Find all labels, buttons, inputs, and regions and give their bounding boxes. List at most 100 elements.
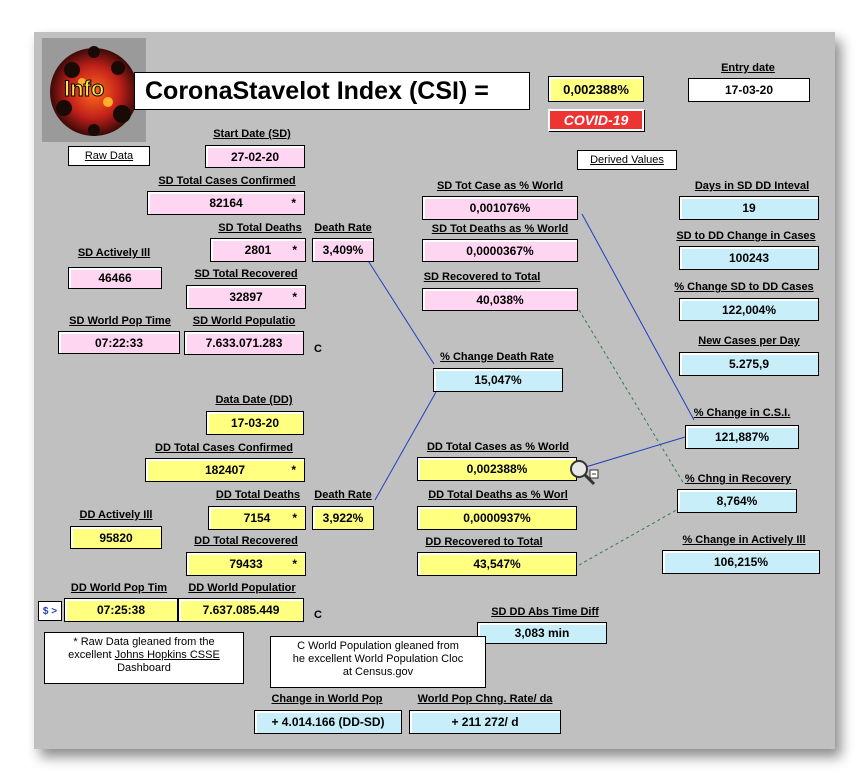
raw-note-line1: * Raw Data gleaned from the xyxy=(73,636,215,648)
pct-change-death-rate-cell[interactable]: 15,047% xyxy=(433,368,563,392)
pct-change-cases-label: % Change SD to DD Cases xyxy=(674,281,814,293)
world-pop-rate-cell[interactable]: + 211 272/ d xyxy=(409,710,561,734)
sd-total-recovered-cell[interactable]: 32897 * xyxy=(186,285,306,309)
dd-tot-deaths-pct-cell[interactable]: 0,0000937% xyxy=(417,506,577,530)
raw-note-line2: excellent Johns Hopkins CSSE xyxy=(45,649,243,662)
dd-actively-ill-value: 95820 xyxy=(99,530,133,545)
dd-world-pop-value: 7.637.085.449 xyxy=(202,603,280,617)
dd-total-deaths-label: DD Total Deaths xyxy=(215,489,301,501)
raw-data-button[interactable]: Raw Data xyxy=(68,146,150,166)
dd-recovered-total-cell[interactable]: 43,547% xyxy=(417,552,577,576)
days-interval-value: 19 xyxy=(742,201,756,215)
dd-total-cases-cell[interactable]: 182407 * xyxy=(145,458,305,482)
entry-date-input[interactable]: 17-03-20 xyxy=(688,78,810,102)
dd-tot-case-pct-label: DD Total Cases as % World xyxy=(426,441,570,453)
dd-tot-case-pct-cell[interactable]: 0,002388% xyxy=(417,457,577,481)
change-cases-label: SD to DD Change in Cases xyxy=(676,230,816,242)
sd-world-pop-time-value: 07:22:33 xyxy=(94,335,144,350)
sd-tot-deaths-pct-value: 0,0000367% xyxy=(466,243,534,258)
raw-data-star-mark: * xyxy=(292,290,297,304)
pct-change-ill-value: 106,215% xyxy=(713,555,769,569)
dd-recovered-total-value: 43,547% xyxy=(473,557,521,571)
change-world-pop-label: Change in World Pop xyxy=(271,693,383,705)
sd-tot-case-pct-cell[interactable]: 0,001076% xyxy=(422,196,578,220)
sd-world-pop-time-cell[interactable]: 07:22:33 xyxy=(58,331,180,354)
dd-data-date-label: Data Date (DD) xyxy=(215,394,293,406)
dd-world-pop-label: DD World Populatior xyxy=(188,582,296,594)
census-c-mark: C xyxy=(314,609,322,621)
dd-total-cases-value: 182407 xyxy=(204,463,246,477)
sd-total-cases-value: 82164 xyxy=(209,196,243,210)
sd-death-rate-label: Death Rate xyxy=(314,222,372,234)
pop-note-line2: he excellent World Population Cloc xyxy=(292,653,464,665)
sd-world-pop-value: 7.633.071.283 xyxy=(205,336,283,350)
dd-world-pop-time-value: 07:25:38 xyxy=(96,603,146,617)
sd-tot-case-pct-value: 0,001076% xyxy=(469,201,531,215)
dd-recovered-total-label: DD Recovered to Total xyxy=(425,536,543,548)
dd-total-deaths-cell[interactable]: 7154 * xyxy=(208,506,306,530)
sd-total-recovered-label: SD Total Recovered xyxy=(194,268,298,280)
pop-note-line1: C World Population gleaned from xyxy=(297,640,459,652)
change-world-pop-cell[interactable]: + 4.014.166 (DD-SD) xyxy=(254,710,402,734)
raw-note-prefix: excellent xyxy=(68,649,115,661)
pct-change-csi-label: % Change in C.S.I. xyxy=(693,407,791,419)
sd-actively-ill-cell[interactable]: 46466 xyxy=(68,267,162,289)
pct-change-cases-cell[interactable]: 122,004% xyxy=(679,298,819,321)
pct-change-death-rate-value: 15,047% xyxy=(474,373,522,387)
sd-death-rate-cell[interactable]: 3,409% xyxy=(312,238,374,262)
dd-death-rate-cell[interactable]: 3,922% xyxy=(312,506,374,530)
covid-badge: COVID-19 xyxy=(548,109,644,131)
spreadsheet-area: Info CoronaStavelot Index (CSI) = 0,0023… xyxy=(34,32,835,749)
info-logo-icon[interactable]: Info xyxy=(42,38,146,142)
sd-tot-deaths-pct-cell[interactable]: 0,0000367% xyxy=(422,239,578,262)
line-dd-deathrate-to-change xyxy=(374,391,437,501)
change-cases-cell[interactable]: 100243 xyxy=(679,246,819,270)
sd-start-date-label: Start Date (SD) xyxy=(213,128,291,140)
sd-total-recovered-value: 32897 xyxy=(229,290,263,304)
pct-change-ill-cell[interactable]: 106,215% xyxy=(662,550,820,574)
dd-total-cases-label: DD Total Cases Confirmed xyxy=(155,442,293,454)
new-cases-day-cell[interactable]: 5.275,9 xyxy=(679,352,819,376)
sd-total-deaths-value: 2801 xyxy=(244,243,272,257)
sd-actively-ill-label: SD Actively Ill xyxy=(77,247,151,259)
change-world-pop-value: + 4.014.166 (DD-SD) xyxy=(271,715,385,729)
dd-world-pop-time-cell[interactable]: 07:25:38 xyxy=(64,598,178,622)
sd-world-pop-label: SD World Populatio xyxy=(192,315,296,327)
abs-time-cell[interactable]: 3,083 min xyxy=(477,622,607,644)
raw-data-star-mark: * xyxy=(292,243,297,257)
dd-actively-ill-cell[interactable]: 95820 xyxy=(70,526,162,549)
zoom-cursor-icon xyxy=(568,458,600,490)
sd-total-deaths-cell[interactable]: 2801 * xyxy=(210,238,306,262)
csi-value: 0,002388% xyxy=(548,76,644,102)
sd-total-cases-cell[interactable]: 82164 * xyxy=(147,191,305,215)
line-sd-case-to-csi xyxy=(581,213,695,421)
raw-note-line3: Dashboard xyxy=(117,662,171,674)
dd-world-pop-cell[interactable]: 7.637.085.449 xyxy=(178,598,304,622)
pct-chng-recovery-value: 8,764% xyxy=(716,494,758,508)
line-dd-case-to-csi xyxy=(578,436,686,470)
pct-change-cases-value: 122,004% xyxy=(721,302,777,317)
line-sd-recovered-to-recovery xyxy=(578,309,685,485)
census-c-mark: C xyxy=(314,343,322,355)
dd-data-date-cell[interactable]: 17-03-20 xyxy=(206,411,304,435)
nav-dollar-button[interactable]: $ > xyxy=(38,601,62,621)
sd-tot-case-pct-label: SD Tot Case as % World xyxy=(436,180,564,192)
days-interval-cell[interactable]: 19 xyxy=(679,196,819,220)
dd-total-recovered-label: DD Total Recovered xyxy=(194,535,298,547)
johns-hopkins-link[interactable]: Johns Hopkins CSSE xyxy=(114,649,220,661)
pct-chng-recovery-cell[interactable]: 8,764% xyxy=(677,489,797,513)
sd-world-pop-cell[interactable]: 7.633.071.283 xyxy=(184,331,304,355)
dd-total-recovered-cell[interactable]: 79433 * xyxy=(186,552,306,576)
pct-change-csi-cell[interactable]: 121,887% xyxy=(685,425,799,449)
raw-data-note: * Raw Data gleaned from the excellent Jo… xyxy=(44,632,244,684)
raw-data-star-mark: * xyxy=(292,511,297,525)
sd-recovered-total-cell[interactable]: 40,038% xyxy=(422,288,578,311)
pct-change-ill-label: % Change in Actively Ill xyxy=(682,534,806,546)
sd-start-date-value: 27-02-20 xyxy=(230,149,280,164)
derived-values-button[interactable]: Derived Values xyxy=(577,150,677,170)
sd-start-date-cell[interactable]: 27-02-20 xyxy=(205,145,305,168)
dd-actively-ill-label: DD Actively Ill xyxy=(79,509,153,521)
world-pop-rate-label: World Pop Chng. Rate/ da xyxy=(417,693,553,705)
dd-tot-deaths-pct-label: DD Total Deaths as % Worl xyxy=(428,489,568,501)
sd-world-pop-time-label: SD World Pop Time xyxy=(69,315,171,327)
